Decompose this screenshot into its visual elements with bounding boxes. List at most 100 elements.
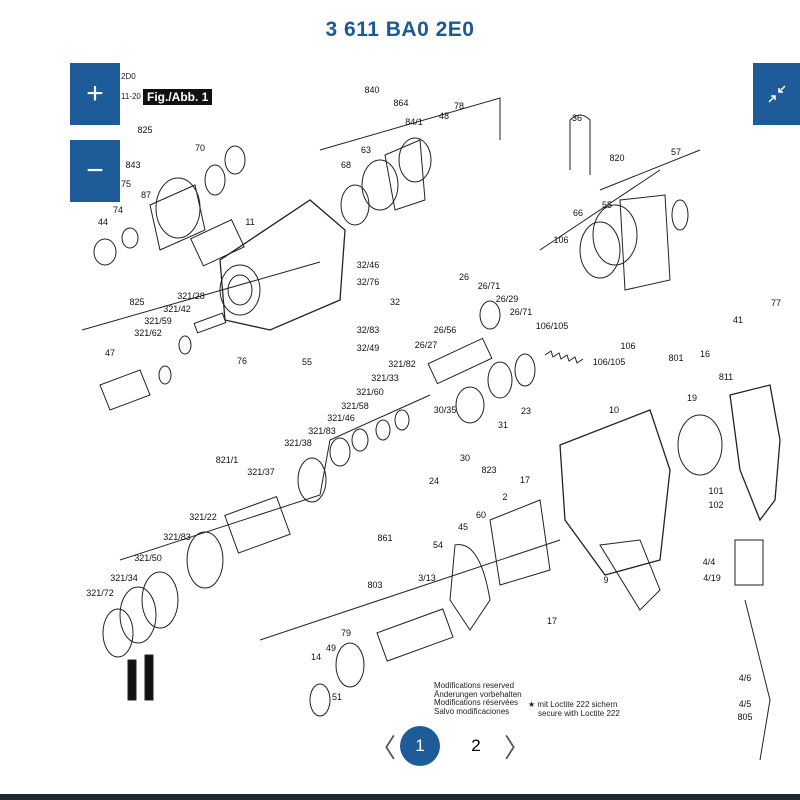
part-number-label[interactable]: 321/34 bbox=[110, 573, 138, 583]
part-number-label[interactable]: 32/83 bbox=[356, 325, 380, 335]
part-number-label[interactable]: 823 bbox=[481, 465, 497, 475]
part-number-label[interactable]: 4/19 bbox=[703, 573, 721, 583]
part-number-label[interactable]: 321/82 bbox=[388, 359, 416, 369]
part-number-label[interactable]: 805 bbox=[737, 712, 753, 722]
part-number-label[interactable]: 77 bbox=[770, 298, 782, 308]
part-number-label[interactable]: 32 bbox=[389, 297, 401, 307]
part-number-label[interactable]: 321/59 bbox=[144, 316, 172, 326]
part-number-label[interactable]: 803 bbox=[367, 580, 383, 590]
part-number-label[interactable]: 11 bbox=[245, 217, 255, 227]
part-number-label[interactable]: 87 bbox=[140, 190, 152, 200]
part-number-label[interactable]: 47 bbox=[104, 348, 116, 358]
part-number-label[interactable]: 26/71 bbox=[477, 281, 501, 291]
fullscreen-toggle-button[interactable] bbox=[753, 63, 800, 125]
part-number-label[interactable]: 14 bbox=[310, 652, 322, 662]
part-number-label[interactable]: 36 bbox=[571, 113, 583, 123]
part-number-label[interactable]: 17 bbox=[546, 616, 558, 626]
part-number-label[interactable]: 26/27 bbox=[414, 340, 438, 350]
page-2-button[interactable]: 2 bbox=[471, 736, 481, 755]
part-number-label[interactable]: 78 bbox=[453, 101, 465, 111]
part-number-label[interactable]: 4/6 bbox=[738, 673, 752, 683]
part-number-label[interactable]: 106/105 bbox=[592, 357, 626, 367]
part-number-label[interactable]: 4/4 bbox=[702, 557, 716, 567]
part-number-label[interactable]: 26/71 bbox=[509, 307, 533, 317]
zoom-out-button[interactable]: − bbox=[70, 140, 120, 202]
part-number-label[interactable]: 32/49 bbox=[356, 343, 380, 353]
part-number-label[interactable]: 48 bbox=[438, 111, 450, 121]
part-number-label[interactable]: 321/50 bbox=[134, 553, 162, 563]
part-number-label[interactable]: 2 bbox=[502, 492, 508, 502]
part-number-label[interactable]: 76 bbox=[236, 356, 248, 366]
part-number-label[interactable]: 321/62 bbox=[134, 328, 162, 338]
part-number-label[interactable]: 74 bbox=[112, 205, 124, 215]
part-number-label[interactable]: 75 bbox=[120, 179, 132, 189]
part-number-label[interactable]: 321/28 bbox=[177, 291, 205, 301]
part-number-label[interactable]: 84/1 bbox=[405, 117, 423, 127]
part-number-label[interactable]: 321/46 bbox=[327, 413, 355, 423]
part-number-label[interactable]: 3/13 bbox=[418, 573, 436, 583]
part-number-label[interactable]: 26 bbox=[458, 272, 470, 282]
part-number-label[interactable]: 843 bbox=[125, 160, 141, 170]
part-number-label[interactable]: 41 bbox=[732, 315, 744, 325]
part-number-label[interactable]: 44 bbox=[97, 217, 109, 227]
part-number-label[interactable]: 54 bbox=[432, 540, 444, 550]
part-number-label[interactable]: 23 bbox=[520, 406, 532, 416]
part-number-label[interactable]: 45 bbox=[457, 522, 469, 532]
part-number-label[interactable]: 321/58 bbox=[341, 401, 369, 411]
part-number-label[interactable]: 68 bbox=[340, 160, 352, 170]
part-number-label[interactable]: 861 bbox=[377, 533, 393, 543]
part-number-label[interactable]: 30/35 bbox=[433, 405, 457, 415]
part-number-label[interactable]: 55 bbox=[601, 200, 613, 210]
part-number-label[interactable]: 57 bbox=[670, 147, 682, 157]
part-number-label[interactable]: 16 bbox=[699, 349, 711, 359]
part-number-label[interactable]: 321/42 bbox=[163, 304, 191, 314]
part-number-label[interactable]: 321/60 bbox=[356, 387, 384, 397]
modifications-note: Modifications reserved Änderungen vorbeh… bbox=[434, 681, 522, 716]
next-page-button[interactable]: 〉 bbox=[504, 732, 531, 763]
part-number-label[interactable]: 820 bbox=[609, 153, 625, 163]
part-number-label[interactable]: 321/33 bbox=[371, 373, 399, 383]
part-number-label[interactable]: 321/72 bbox=[86, 588, 114, 598]
part-number-label[interactable]: 801 bbox=[668, 353, 684, 363]
part-number-label[interactable]: 106 bbox=[620, 341, 636, 351]
part-number-label[interactable]: 10 bbox=[608, 405, 620, 415]
part-number-label[interactable]: 102 bbox=[708, 500, 724, 510]
part-number-label[interactable]: 106/105 bbox=[535, 321, 569, 331]
part-number-label[interactable]: 821/1 bbox=[215, 455, 239, 465]
part-number-label[interactable]: 106 bbox=[553, 235, 569, 245]
part-number-label[interactable]: 32/76 bbox=[356, 277, 380, 287]
part-number-label[interactable]: 31 bbox=[497, 420, 509, 430]
part-number-label[interactable]: 840 bbox=[364, 85, 380, 95]
page-1-button[interactable]: 1 bbox=[400, 726, 440, 766]
part-number-label[interactable]: 30 bbox=[459, 453, 471, 463]
part-number-label[interactable]: 51 bbox=[331, 692, 343, 702]
part-number-label[interactable]: 32/46 bbox=[356, 260, 380, 270]
part-number-label[interactable]: 26/56 bbox=[433, 325, 457, 335]
part-number-label[interactable]: 63 bbox=[360, 145, 372, 155]
part-number-label[interactable]: 9 bbox=[603, 575, 609, 585]
part-number-label[interactable]: 321/22 bbox=[189, 512, 217, 522]
part-number-label[interactable]: 4/5 bbox=[738, 699, 752, 709]
part-number-label[interactable]: 864 bbox=[393, 98, 409, 108]
part-number-label[interactable]: 60 bbox=[475, 510, 487, 520]
part-number-label[interactable]: 24 bbox=[428, 476, 440, 486]
part-number-label[interactable]: 70 bbox=[194, 143, 206, 153]
part-number-label[interactable]: 49 bbox=[325, 643, 337, 653]
part-number-label[interactable]: 17 bbox=[519, 475, 531, 485]
zoom-in-button[interactable]: + bbox=[70, 63, 120, 125]
part-number-label[interactable]: 321/83 bbox=[308, 426, 336, 436]
part-number-label[interactable]: 19 bbox=[686, 393, 698, 403]
part-number-label[interactable]: 55 bbox=[301, 357, 313, 367]
part-number-label[interactable]: 321/37 bbox=[247, 467, 275, 477]
part-number-label[interactable]: 101 bbox=[708, 486, 724, 496]
prev-page-button[interactable]: 〈 bbox=[370, 732, 397, 763]
part-number-label[interactable]: 811 bbox=[718, 372, 734, 382]
part-number-label[interactable]: 26/29 bbox=[495, 294, 519, 304]
part-number-label[interactable]: 321/83 bbox=[163, 532, 191, 542]
part-number-label[interactable]: 79 bbox=[340, 628, 352, 638]
part-number-label[interactable]: 66 bbox=[572, 208, 584, 218]
part-number-label[interactable]: 825 bbox=[129, 297, 145, 307]
part-number-label[interactable]: 321/38 bbox=[284, 438, 312, 448]
part-number-label[interactable]: 825 bbox=[137, 125, 153, 135]
